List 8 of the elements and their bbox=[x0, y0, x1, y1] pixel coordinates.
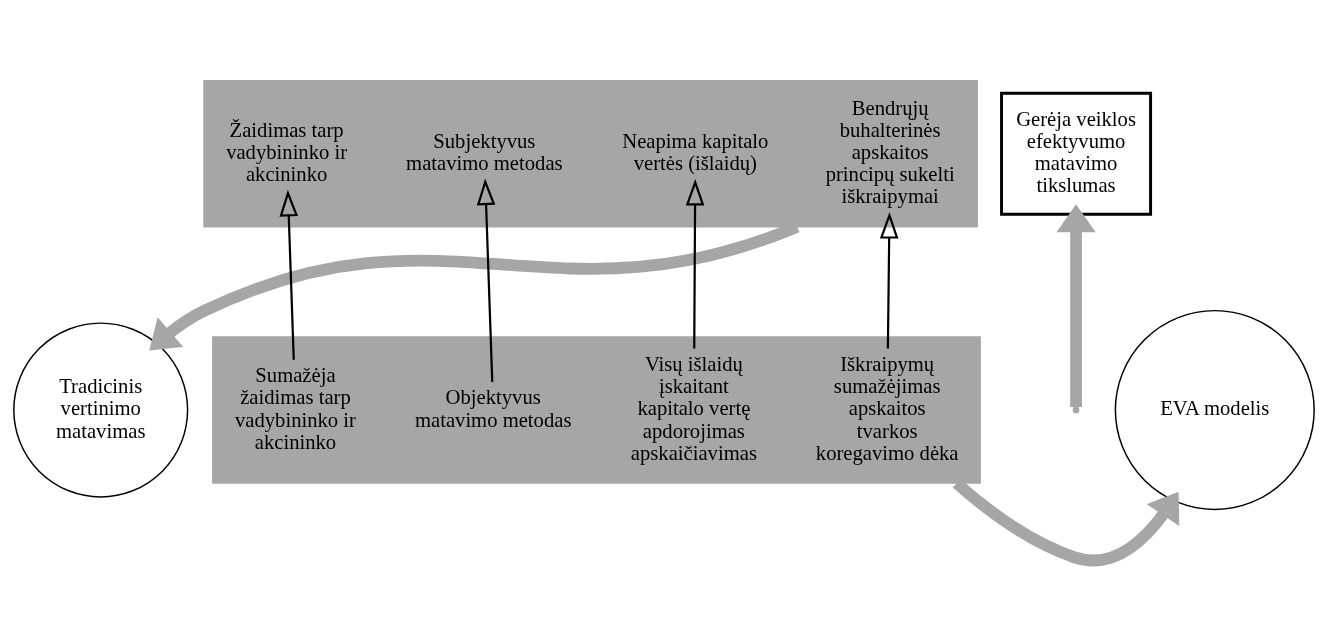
node-text: Iškraipymų sumažėjimas apskaitos tvarkos koregavimo dėka bbox=[815, 353, 959, 464]
node-text: Bendrųjų buhalterinės apskaitos principų sukelti iškraipymai bbox=[825, 96, 955, 208]
node-text: Žaidimas tarp vadybininko ir akcininko bbox=[226, 119, 348, 186]
node-text: Sumažėja žaidimas tarp vadybininko ir akcininko bbox=[235, 364, 356, 453]
node-text: Neapima kapitalo vertės (išlaidų) bbox=[622, 130, 769, 175]
node-text: Subjektyvus matavimo metodas bbox=[406, 130, 563, 175]
node-text: Objektyvus matavimo metodas bbox=[414, 386, 572, 431]
node-text: Visų išlaidų įskaitant kapitalo vertę apdorojimas apskaičiavimas bbox=[630, 353, 757, 464]
